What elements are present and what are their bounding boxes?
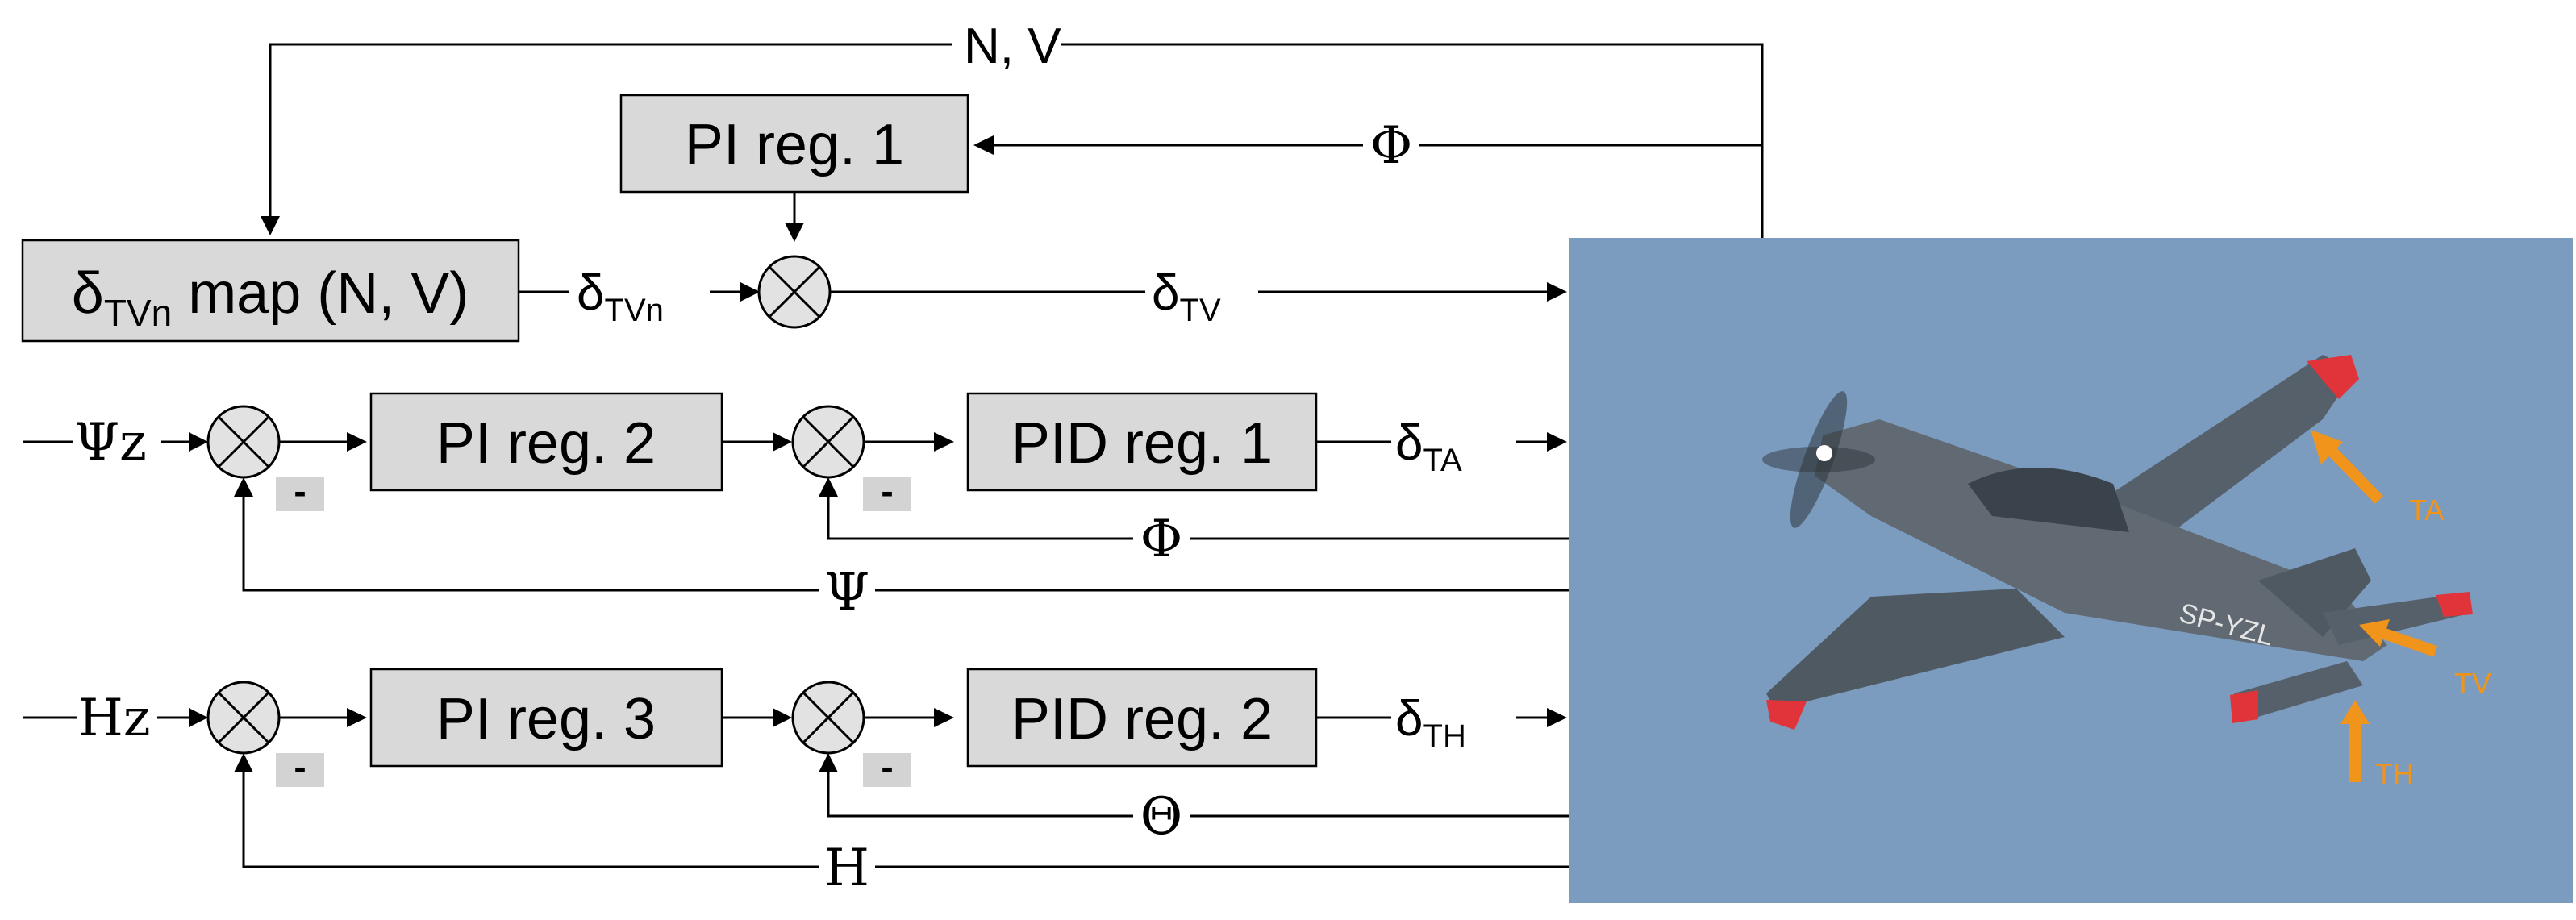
tailplane-lower-tip <box>2230 690 2258 723</box>
h-z-label: Hz <box>78 689 151 748</box>
pid-reg-2-label: PID reg. 2 <box>1011 687 1273 751</box>
pi-reg-3-label: PI reg. 3 <box>436 687 656 751</box>
ta-indicator: TA <box>2311 430 2444 527</box>
map-subscript: TVn <box>104 292 172 334</box>
dtv-delta: δ <box>1152 265 1180 321</box>
tailplane-lower <box>2234 661 2363 722</box>
phi-top-label-front: Φ <box>1370 116 1412 176</box>
phi-feedback-label: Φ <box>1140 510 1182 569</box>
pi-reg-3-block <box>369 668 723 768</box>
canopy <box>1968 468 2129 532</box>
sum-junction-top <box>757 255 832 329</box>
minus-sign-4: - <box>881 746 893 788</box>
th-indicator: TH <box>2340 700 2414 790</box>
tv-indicator: TV <box>2359 619 2491 700</box>
map-delta: δ <box>72 261 104 326</box>
psi-feedback-label: Ψ <box>824 563 869 622</box>
tailplane-tip <box>2436 592 2473 617</box>
pi-reg-2-block <box>369 392 723 492</box>
upper-wingtip <box>2307 355 2359 399</box>
altitude-channel: Hz - PI reg. 3 - PID reg. 2 δTH <box>23 668 1569 898</box>
tail-fin <box>2258 548 2371 637</box>
fuselage <box>1815 419 2387 661</box>
dtvn-subscript: TVn <box>605 293 664 328</box>
tv-label: TV <box>2454 667 2491 700</box>
pid-reg-2-block <box>966 668 1318 768</box>
svg-text:δTV: δTV <box>1152 265 1221 328</box>
svg-text:δTA: δTA <box>1395 415 1462 478</box>
dtvn-map-block: δTVn map (N, V) <box>21 239 520 343</box>
propeller <box>1762 391 1875 528</box>
pi-reg-2-label: PI reg. 2 <box>436 411 656 476</box>
svg-text:δTVn: δTVn <box>577 265 664 328</box>
pid-reg-1-block <box>966 392 1318 492</box>
pi-reg-1-label: PI reg. 1 <box>685 113 904 177</box>
map-text: map (N, V) <box>172 261 469 326</box>
tailplane <box>2323 593 2472 645</box>
nv-label-front: N, V <box>964 19 1061 74</box>
th-label: TH <box>2375 757 2414 790</box>
pi-reg-1-block: PI reg. 1 <box>619 94 969 194</box>
dta-subscript: TA <box>1423 443 1462 478</box>
dth-delta: δ <box>1395 691 1423 747</box>
dtvn-delta: δ <box>577 265 605 321</box>
svg-text:δTVn map (N, V): δTVn map (N, V) <box>72 261 469 334</box>
minus-sign-3: - <box>294 746 306 788</box>
pid-reg-1-label: PID reg. 1 <box>1011 411 1273 476</box>
minus-sign-1: - <box>294 470 306 512</box>
dth-subscript: TH <box>1423 718 1466 754</box>
dta-delta: δ <box>1395 415 1423 471</box>
h-feedback-label: H <box>824 839 869 898</box>
theta-feedback-label: Θ <box>1140 787 1182 847</box>
minus-sign-2: - <box>881 470 893 512</box>
ta-label: TA <box>2409 493 2444 527</box>
psi-z-label: Ψz <box>74 413 147 472</box>
lower-wingtip <box>1766 700 1807 730</box>
lower-wing <box>1766 589 2065 710</box>
aircraft-photo: SP-YZL TA TV TH <box>1569 238 2573 903</box>
svg-text:δTH: δTH <box>1395 691 1466 754</box>
dtv-subscript: TV <box>1180 293 1221 328</box>
roll-channel: Ψz - PI reg. 2 - PID reg. 1 δTA <box>23 392 1569 622</box>
